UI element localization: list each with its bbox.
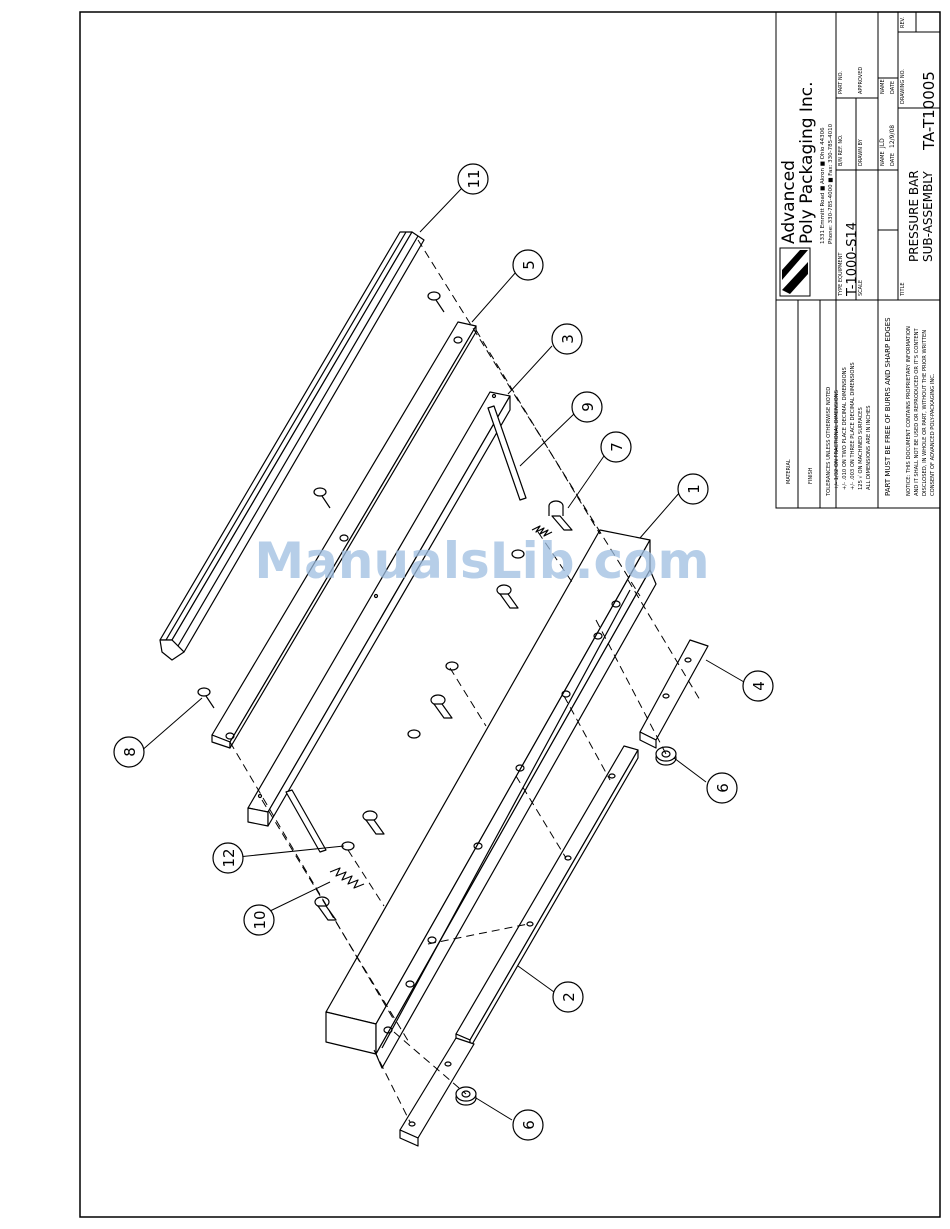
spring-upper xyxy=(531,525,553,537)
name-label: NAME xyxy=(880,151,886,166)
balloon-7-label: 7 xyxy=(608,442,626,452)
type-equipment-value: T-1000-S14 xyxy=(845,222,860,297)
drawn-by-label: DRAWN BY xyxy=(858,138,864,166)
balloon-10-label: 10 xyxy=(251,910,269,929)
tolerance-line4: 125 √ ON MACHINED SURFACES xyxy=(857,407,864,490)
balloon-3-label: 3 xyxy=(559,334,577,344)
tolerance-title: TOLERANCES UNLESS OTHERWISE NOTED xyxy=(826,387,832,497)
type-equipment-label: TYPE EQUIPMENT xyxy=(838,252,844,297)
exploded-view xyxy=(159,231,709,1147)
balloon-6-lower-label: 6 xyxy=(520,1120,538,1130)
balloon-12 xyxy=(212,842,244,874)
burrs-note: PART MUST BE FREE OF BURRS AND SHARP EDG… xyxy=(884,317,892,496)
material-label: MATERIAL xyxy=(786,459,792,484)
finish-label: FINISH xyxy=(808,467,814,484)
date-label: DATE xyxy=(890,153,896,166)
part-12-pin xyxy=(285,789,327,853)
notice-line4: CONSENT OF ADVANCED POLY-PACKAGING INC. xyxy=(930,373,936,496)
approved-label: APPROVED xyxy=(858,67,864,94)
company-address: 1331 Emmitt Road ■ Akron ■ Ohio 44306 xyxy=(820,127,826,244)
balloons xyxy=(113,163,774,1141)
drawing-no-label: DRAWING NO. xyxy=(900,69,906,104)
screw-mid xyxy=(407,661,459,739)
tolerance-line5: ALL DIMENSIONS ARE IN INCHES xyxy=(866,405,872,490)
date-value: 12/9/08 xyxy=(889,125,896,148)
company-name-line1: Advanced xyxy=(779,160,799,244)
title-line2: SUB-ASSEMBLY xyxy=(921,171,935,262)
part-5-plate xyxy=(211,321,477,749)
balloon-6-upper xyxy=(706,772,738,804)
bn-ref-label: B/N REF. NO. xyxy=(838,134,844,166)
balloon-11 xyxy=(457,163,489,195)
balloon-7 xyxy=(600,431,632,463)
balloon-2 xyxy=(552,981,584,1013)
balloon-1-label: 1 xyxy=(685,484,703,494)
title-block xyxy=(775,11,941,509)
notice-line1: NOTICE: THIS DOCUMENT CONTAINS PROPRIETA… xyxy=(906,326,912,496)
drawing-no-value: TA-T10005 xyxy=(920,71,938,151)
part-3-bar xyxy=(247,391,511,827)
part-4-plate xyxy=(639,639,709,749)
tolerance-line2: +/- .010 ON TWO PLACE DECIMAL DIMENSIONS xyxy=(842,367,848,490)
company-contact: Phone: 330-785-4000 ■ Fax: 330-785-4010 xyxy=(828,123,834,244)
name-value: JLD xyxy=(879,138,886,149)
balloon-1 xyxy=(677,473,709,505)
balloon-6-upper-label: 6 xyxy=(714,783,732,793)
company-name-line2: Poly Packaging Inc. xyxy=(797,82,817,244)
approved-date-label: DATE xyxy=(890,81,896,94)
scale-label: SCALE xyxy=(858,280,864,296)
part-10-spring xyxy=(329,867,365,889)
watermark: ManualsLib.com xyxy=(254,532,709,590)
notice-line2: AND IT SHALL NOT BE USED OR REPRODUCED O… xyxy=(914,327,920,496)
balloon-8 xyxy=(113,736,145,768)
balloon-labels: 11 5 3 9 7 1 4 6 2 6 8 12 10 xyxy=(121,169,768,1129)
balloon-9 xyxy=(571,391,603,423)
title-line1: PRESSURE BAR xyxy=(907,170,921,262)
part-8-screw xyxy=(197,291,445,709)
screw-upper-2 xyxy=(496,549,525,609)
part-11-strip xyxy=(159,231,425,661)
balloon-4-label: 4 xyxy=(750,681,768,691)
title-label: TITLE xyxy=(900,282,906,297)
part-6-nut-lower xyxy=(455,1086,477,1106)
balloon-3 xyxy=(551,323,583,355)
assembly-lines xyxy=(229,239,701,1123)
part-no-label: PART NO. xyxy=(838,71,844,94)
balloon-2-label: 2 xyxy=(560,992,578,1002)
part-7-screw xyxy=(548,500,573,531)
rev-label: REV. xyxy=(900,17,906,28)
balloon-11-label: 11 xyxy=(465,169,483,188)
company-logo xyxy=(779,247,811,297)
balloon-10 xyxy=(243,904,275,936)
part-9-pin xyxy=(487,405,527,501)
notice-line3: DISCLOSED, IN WHOLE OR PART, WITHOUT THE… xyxy=(922,330,928,496)
balloon-4 xyxy=(742,670,774,702)
balloon-9-label: 9 xyxy=(579,402,597,412)
tolerance-line1: +/- 1/32 ON FRACTIONAL DIMENSIONS xyxy=(834,390,840,490)
balloon-12-label: 12 xyxy=(220,848,238,867)
balloon-6-lower xyxy=(512,1109,544,1141)
leader-lines xyxy=(139,187,745,1121)
tolerance-line3: +/- .003 ON THREE PLACE DECIMAL DIMENSIO… xyxy=(850,362,856,490)
balloon-8-label: 8 xyxy=(121,747,139,757)
approved-name-label: NAME xyxy=(880,79,886,94)
balloon-5 xyxy=(512,249,544,281)
sheet-border xyxy=(79,11,941,1218)
part-6-nut-upper xyxy=(655,746,677,766)
part-1-block xyxy=(325,529,657,1069)
balloon-5-label: 5 xyxy=(520,260,538,270)
